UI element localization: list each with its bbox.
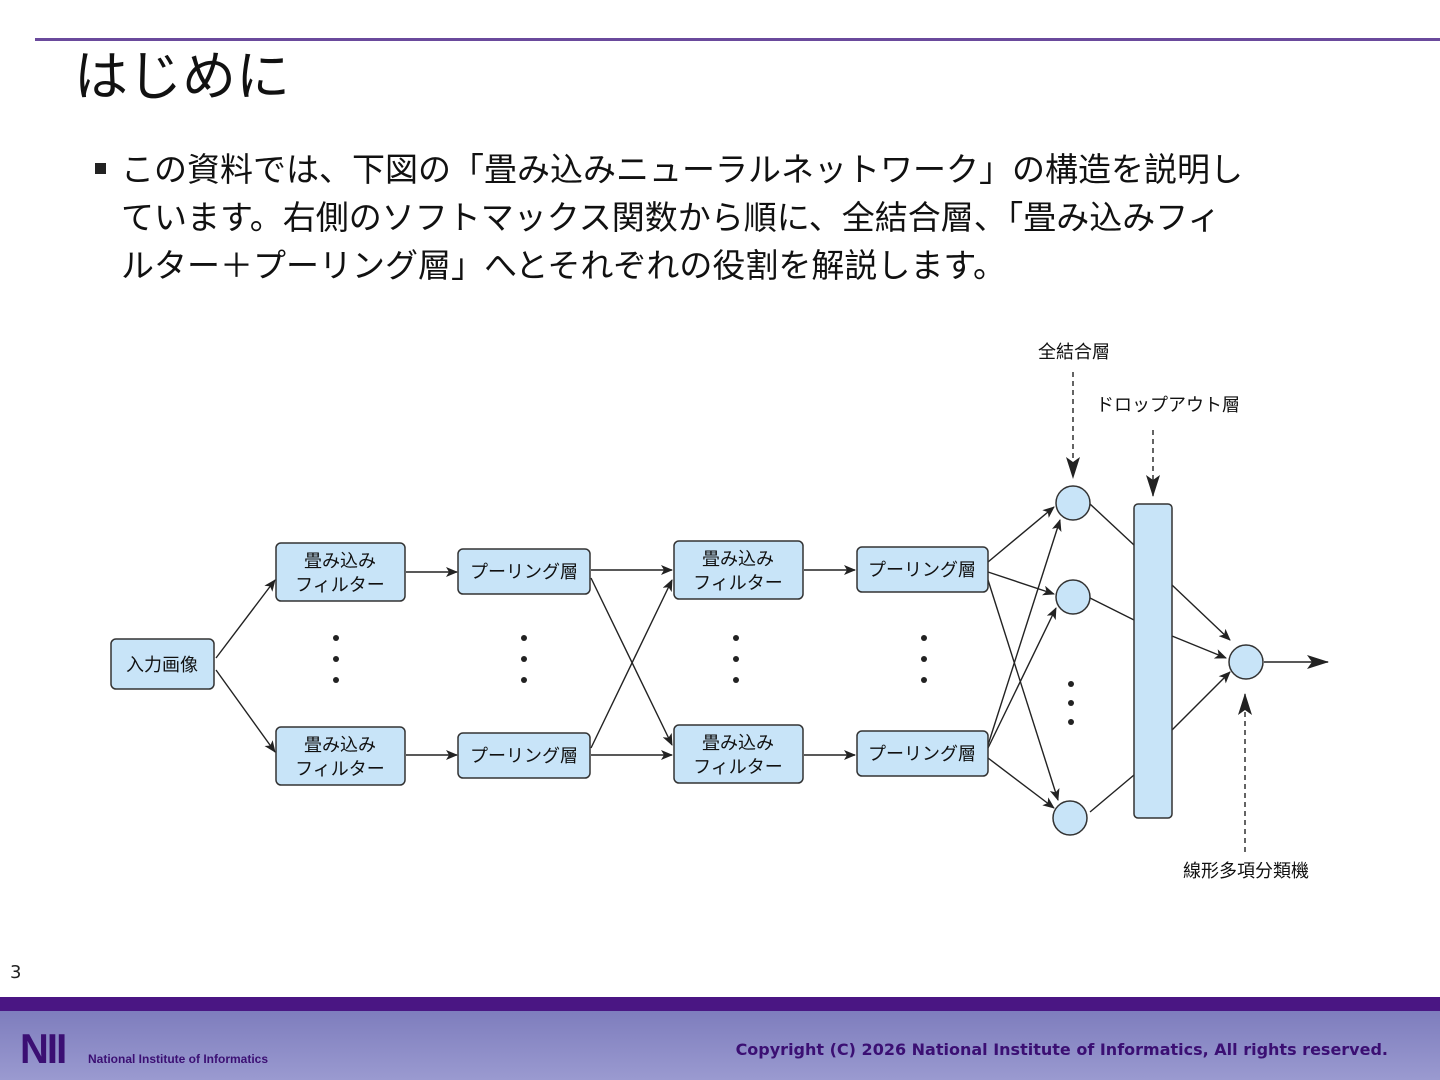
footer-top-bar: [0, 997, 1440, 1011]
copyright-text: Copyright (C) 2026 National Institute of…: [735, 1040, 1388, 1059]
arrow-pool2bottom-to-node2: [987, 607, 1057, 749]
slide-title: はじめに: [74, 45, 290, 108]
conv1-bottom-box: [275, 726, 406, 786]
pool1-bottom-box: [457, 732, 591, 779]
conv2-bottom-label-2: フィルター: [693, 757, 783, 778]
arrow-pool1-cross-up: [590, 579, 673, 749]
conv1-top-label-1: 畳み込み: [304, 551, 376, 572]
arrow-pool2top-to-node3: [987, 579, 1060, 801]
conv2-top-box: [673, 540, 804, 600]
bullet-text: この資料では、下図の「畳み込みニューラルネットワーク」の構造を説明し ています。…: [121, 146, 1351, 290]
conv1-top-label-2: フィルター: [295, 575, 385, 596]
arrow-pool2top-to-node1: [987, 506, 1055, 563]
pool2-top-box: [856, 546, 989, 593]
input-image-label: 入力画像: [126, 655, 198, 676]
arrow-input-to-conv1-top: [215, 579, 276, 659]
output-node: [1228, 644, 1264, 680]
pool1-bottom-label: プーリング層: [470, 746, 578, 767]
cnn-diagram: 入力画像 畳み込み フィルター 畳み込み フィルター プーリング層 プーリング層…: [110, 342, 1329, 882]
arrow-pool2top-to-node2: [987, 571, 1055, 596]
link-node3-dropout: [1089, 774, 1135, 813]
connection-arrows: [215, 503, 1329, 813]
nii-logo: NII: [20, 1025, 67, 1072]
input-image-box: [110, 638, 215, 690]
pool2-bottom-label: プーリング層: [868, 744, 976, 765]
nii-logo-subtext: National Institute of Informatics: [88, 1052, 269, 1066]
bullet-square-icon: [95, 163, 106, 174]
conv2-top-label-1: 畳み込み: [702, 549, 774, 570]
dropout-layer-label: ドロップアウト層: [1096, 395, 1240, 416]
conv1-bottom-label-1: 畳み込み: [304, 735, 376, 756]
annotation-arrows: [1066, 372, 1252, 852]
pool1-top-box: [457, 548, 591, 595]
link-node2-dropout: [1089, 597, 1135, 621]
arrow-dropout-to-output-1: [1171, 584, 1231, 641]
conv1-top-box: [275, 542, 406, 602]
pool2-top-label: プーリング層: [868, 560, 976, 581]
conv2-bottom-label-1: 畳み込み: [702, 733, 774, 754]
arrow-pool2bottom-to-node1: [987, 519, 1062, 746]
link-node1-dropout: [1089, 503, 1135, 546]
bullet-line-3: ルター＋プーリング層」へとそれぞれの役割を解説します。: [121, 246, 1007, 285]
title-rule: [35, 38, 1440, 41]
dropout-layer-bar: [1133, 503, 1173, 819]
pool1-top-label: プーリング層: [470, 562, 578, 583]
pool2-bottom-box: [856, 730, 989, 777]
conv2-bottom-box: [673, 724, 804, 784]
fc-node-1: [1055, 485, 1091, 521]
conv2-top-label-2: フィルター: [693, 573, 783, 594]
bullet-line-2: ています。右側のソフトマックス関数から順に、全結合層、「畳み込みフィ: [121, 198, 1221, 237]
ellipsis-dots: [333, 635, 1074, 725]
fc-node-2: [1055, 579, 1091, 615]
arrow-dropout-to-output-3: [1171, 671, 1231, 731]
classifier-label: 線形多項分類機: [1183, 861, 1309, 882]
arrow-pool2bottom-to-node3: [987, 757, 1055, 809]
footer: NII National Institute of Informatics Co…: [0, 1011, 1440, 1080]
diagram-labels: 入力画像 畳み込み フィルター 畳み込み フィルター プーリング層 プーリング層…: [126, 342, 1309, 882]
fc-node-3: [1052, 800, 1088, 836]
arrow-dropout-to-output-2: [1171, 635, 1227, 659]
page-number: 3: [10, 962, 22, 983]
fc-layer-label: 全結合層: [1038, 342, 1110, 363]
bullet-line-1: この資料では、下図の「畳み込みニューラルネットワーク」の構造を説明し: [121, 150, 1243, 189]
arrow-pool1-cross-down: [590, 577, 673, 746]
arrow-input-to-conv1-bottom: [215, 669, 276, 753]
layer-boxes: [110, 485, 1264, 836]
conv1-bottom-label-2: フィルター: [295, 759, 385, 780]
